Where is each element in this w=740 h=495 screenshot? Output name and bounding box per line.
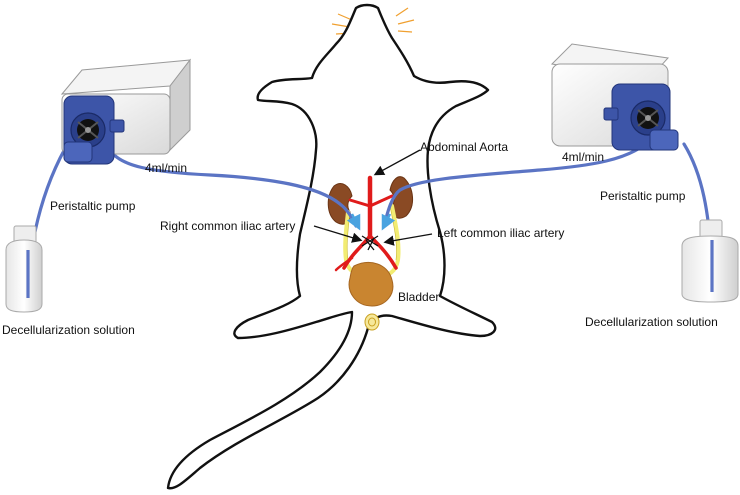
left-pump-label: Peristaltic pump bbox=[50, 199, 136, 213]
left-flow-rate: 4ml/min bbox=[145, 161, 187, 175]
bladder-label: Bladder bbox=[398, 290, 439, 304]
right-solution-bottle bbox=[681, 219, 739, 303]
right-pump-label: Peristaltic pump bbox=[600, 189, 686, 203]
ligature-knot bbox=[361, 235, 379, 251]
right-flow-rate: 4ml/min bbox=[562, 150, 604, 164]
arteries bbox=[334, 175, 398, 272]
left-solution-label: Decellularization solution bbox=[2, 323, 135, 337]
left-cannula-tip bbox=[381, 213, 396, 231]
left-solution-bottle bbox=[5, 225, 43, 313]
right-cannula-tip bbox=[346, 213, 361, 231]
abdominal-aorta-label: Abdominal Aorta bbox=[420, 140, 508, 154]
bladder bbox=[348, 262, 394, 307]
rat-outline bbox=[166, 3, 497, 490]
right-common-iliac-label: Right common iliac artery bbox=[160, 219, 295, 233]
annotation-arrows bbox=[313, 149, 433, 246]
right-solution-label: Decellularization solution bbox=[585, 315, 718, 329]
left-peristaltic-pump bbox=[60, 58, 192, 165]
anus-coil bbox=[364, 313, 380, 331]
left-common-iliac-label: Left common iliac artery bbox=[437, 226, 564, 240]
right-peristaltic-pump bbox=[550, 43, 679, 151]
